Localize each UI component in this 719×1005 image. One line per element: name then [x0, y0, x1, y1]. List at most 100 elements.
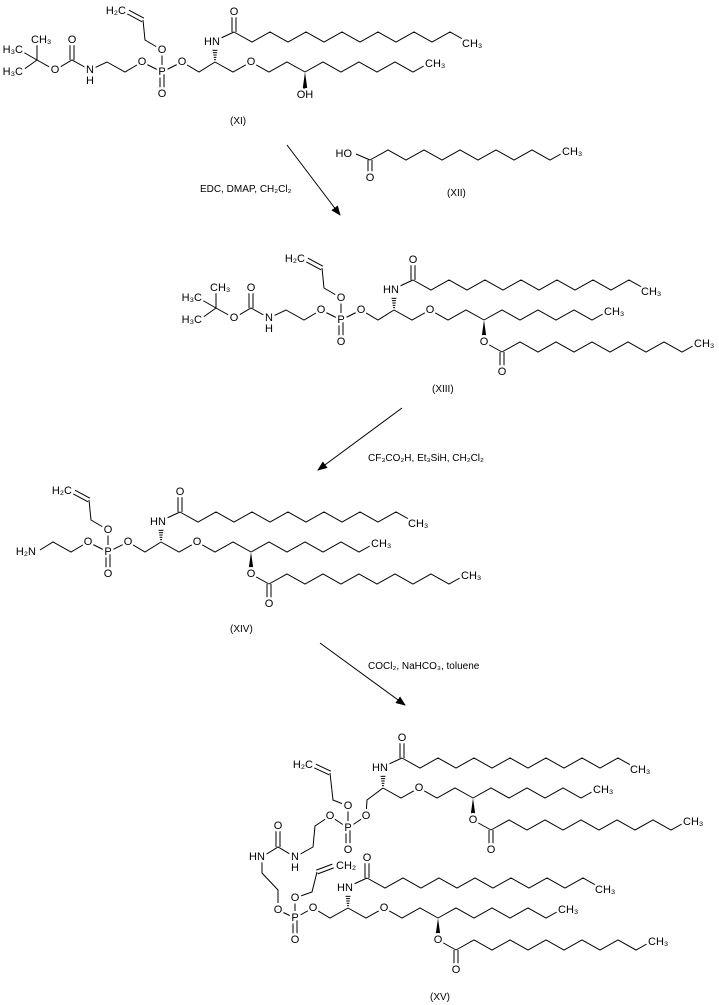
atom-label-n: N — [265, 312, 273, 324]
atom-label-ch3: CH₃ — [641, 286, 661, 298]
bond — [72, 493, 89, 503]
atom-label-o: O — [409, 254, 418, 266]
bond — [369, 149, 569, 161]
atom-label-o: O — [291, 892, 300, 904]
bond — [22, 59, 38, 71]
atom-label-h2n: H₂N — [16, 546, 36, 558]
atom-label-o: O — [247, 568, 256, 580]
bond — [107, 541, 162, 553]
atom-label-o: O — [51, 64, 60, 76]
atom-label-o: O — [274, 820, 283, 832]
bond — [483, 341, 503, 353]
bond — [401, 757, 637, 769]
bond — [490, 819, 690, 831]
atom-label-p: P — [344, 822, 351, 834]
bond — [340, 309, 395, 321]
atom-label-o: O — [362, 810, 371, 822]
atom-label-hn: HN — [150, 516, 166, 528]
atom-label-o: O — [68, 34, 77, 46]
bond — [347, 907, 439, 919]
atom-label-o: O — [357, 304, 366, 316]
atom-label-o: O — [265, 598, 274, 610]
atom-label-o: O — [366, 172, 375, 184]
compound-label-xi: (XI) — [230, 116, 246, 127]
bond — [455, 939, 655, 951]
bond — [250, 541, 378, 553]
bond — [483, 309, 611, 321]
atom-label-n: N — [86, 64, 94, 76]
atom-label-h3c: H₃C — [3, 66, 23, 78]
atom-label-ho: HO — [336, 148, 353, 160]
bond — [366, 877, 602, 889]
atom-label-o: O — [434, 934, 443, 946]
bond — [437, 939, 457, 951]
atom-label-hn: HN — [337, 882, 353, 894]
bond — [388, 757, 403, 765]
atom-label-o: O — [317, 304, 326, 316]
atom-label-hn: HN — [204, 36, 220, 48]
wedge-bond — [481, 320, 487, 338]
bond — [355, 153, 371, 161]
atom-label-o: O — [337, 292, 346, 304]
bond — [412, 279, 648, 291]
bond — [501, 341, 701, 353]
bond — [294, 871, 318, 899]
atom-label-h: H — [86, 75, 94, 87]
bond — [399, 279, 414, 287]
atom-label-o: O — [426, 304, 435, 316]
bond — [201, 307, 217, 319]
atom-label-ch3: CH₃ — [461, 570, 481, 582]
bond — [250, 573, 270, 585]
atom-label-ch3: CH₃ — [562, 146, 582, 158]
atom-label-o: O — [344, 800, 353, 812]
compound-label-xv: (XV) — [430, 992, 450, 1003]
atom-label-h2c: H₂C — [52, 485, 72, 497]
bond — [329, 772, 349, 807]
atom-label-o: O — [337, 336, 346, 348]
bond — [316, 863, 333, 871]
atom-label-h2c: H₂C — [293, 759, 313, 771]
atom-label-ch3: CH₃ — [604, 306, 624, 318]
compound-label-xii: (XII) — [447, 188, 466, 199]
bond — [215, 307, 322, 321]
reagents-step-3: COCl₂, NaHCO₃, toluene — [368, 661, 480, 672]
atom-label-ch3: CH₃ — [371, 538, 391, 550]
bond — [305, 261, 322, 271]
reaction-arrow-2 — [317, 407, 403, 471]
atom-label-p: P — [104, 546, 111, 558]
atom-label-o: O — [487, 844, 496, 856]
atom-label-ch3: CH₃ — [694, 338, 714, 350]
bond — [88, 499, 109, 531]
bonds — [22, 9, 701, 966]
atom-label-o: O — [230, 6, 239, 18]
atom-label-p: P — [337, 314, 344, 326]
atom-label-o: O — [326, 810, 335, 822]
wedge-bond — [248, 552, 254, 570]
atom-label-o: O — [398, 732, 407, 744]
reagents-step-1: EDC, DMAP, CH₂Cl₂ — [200, 184, 292, 195]
atom-label-ch3: CH₃ — [648, 936, 668, 948]
compound-label-xiv: (XIV) — [230, 624, 253, 635]
bond — [179, 511, 415, 523]
bond — [128, 9, 145, 19]
atom-label-o: O — [124, 536, 133, 548]
atom-label-o: O — [104, 568, 113, 580]
atom-label-o: O — [309, 902, 318, 914]
atom-label-h3c: H₃C — [3, 44, 23, 56]
atom-label-h2c: H₂C — [106, 5, 126, 17]
atom-label-ch3: CH₃ — [31, 34, 51, 46]
bond — [307, 257, 324, 267]
atom-label-ch2: CH₂ — [336, 860, 356, 872]
atom-label-o: O — [480, 336, 489, 348]
reagents-step-2: CF₃CO₂H, Et₃SiH, CH₂Cl₂ — [368, 453, 484, 464]
bond — [347, 815, 367, 829]
atom-label-o: O — [415, 782, 424, 794]
atom-label-o: O — [84, 536, 93, 548]
bond — [294, 907, 349, 919]
atom-label-hn: HN — [383, 284, 399, 296]
atom-label-ch3: CH₃ — [593, 784, 613, 796]
atom-label-o: O — [344, 844, 353, 856]
bond — [126, 13, 143, 23]
